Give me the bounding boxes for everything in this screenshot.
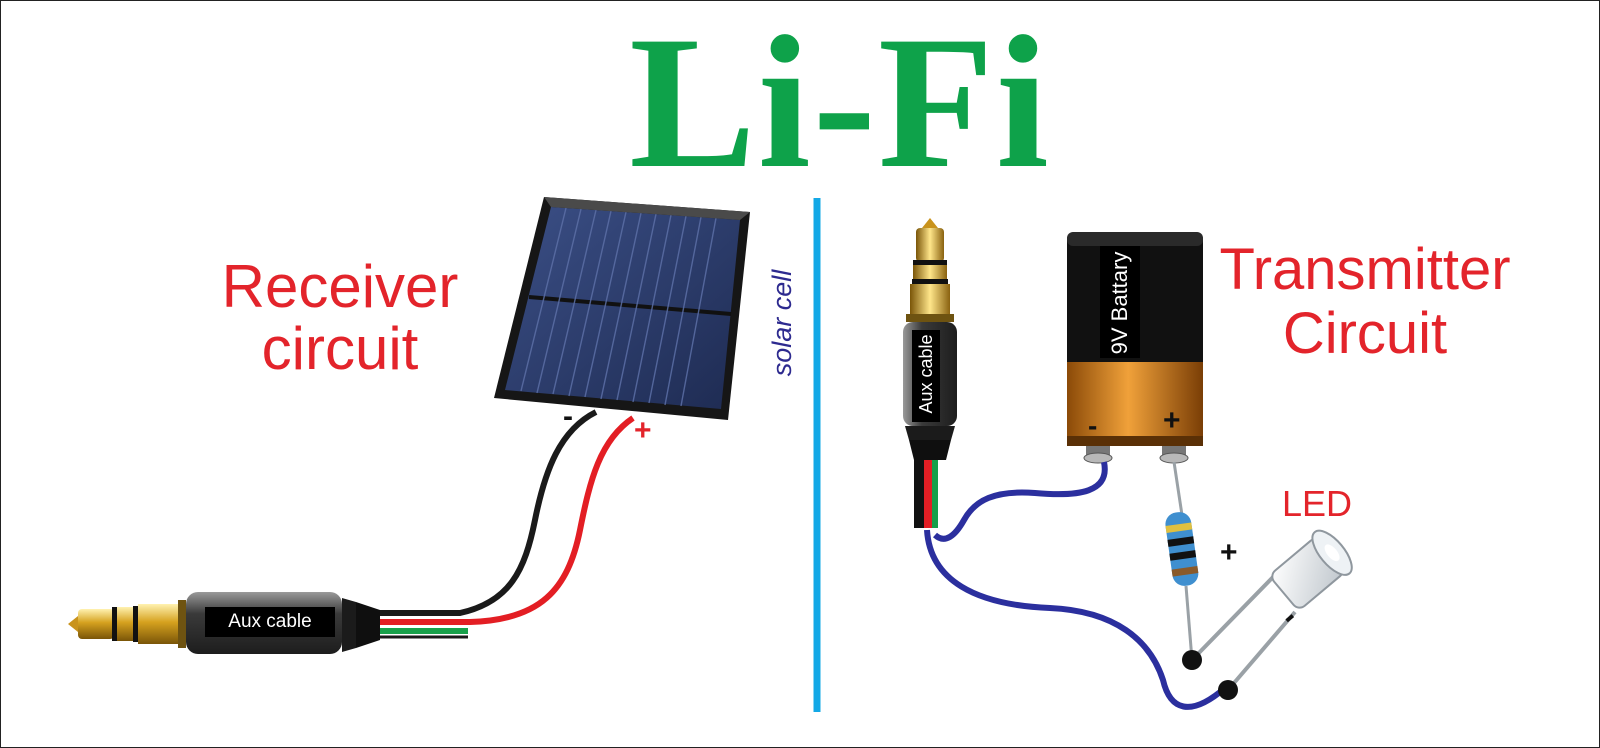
receiver-aux-jack [68,592,380,654]
battery-9v [1067,232,1203,464]
transmitter-aux-cable-label: Aux cable [916,334,936,414]
receiver-label-line1: Receiver [221,253,459,320]
battery-label: 9V Battary [1107,251,1132,355]
solar-plus-label: + [634,414,652,447]
receiver-wire-black [378,409,598,616]
solar-cell [494,197,750,420]
resistor [1165,512,1199,586]
junction-dot-1 [1182,650,1202,670]
led [1190,529,1353,692]
transmitter-aux-jack [903,218,957,528]
receiver-aux-cable-label: Aux cable [228,611,312,632]
transmitter-label: Transmitter Circuit [1195,238,1535,366]
led-label: LED [1282,483,1353,524]
receiver-label-line2: circuit [261,315,419,382]
battery-plus-label: + [1163,404,1181,437]
junction-dot-2 [1218,680,1238,700]
led-plus-label: + [1220,536,1238,569]
transmitter-label-line1: Transmitter [1219,237,1511,302]
transmitter-wire-battery [932,461,1108,542]
transmitter-label-line2: Circuit [1282,301,1448,366]
solar-cell-label: solar cell [767,269,797,377]
solar-minus-label: - [563,400,573,433]
diagram-title: Li-Fi [629,0,1051,208]
battery-minus-label: - [1088,410,1098,441]
receiver-label: Receiver circuit [190,256,490,380]
receiver-wire-red [378,415,635,625]
transmitter-wire-led [924,529,1227,710]
